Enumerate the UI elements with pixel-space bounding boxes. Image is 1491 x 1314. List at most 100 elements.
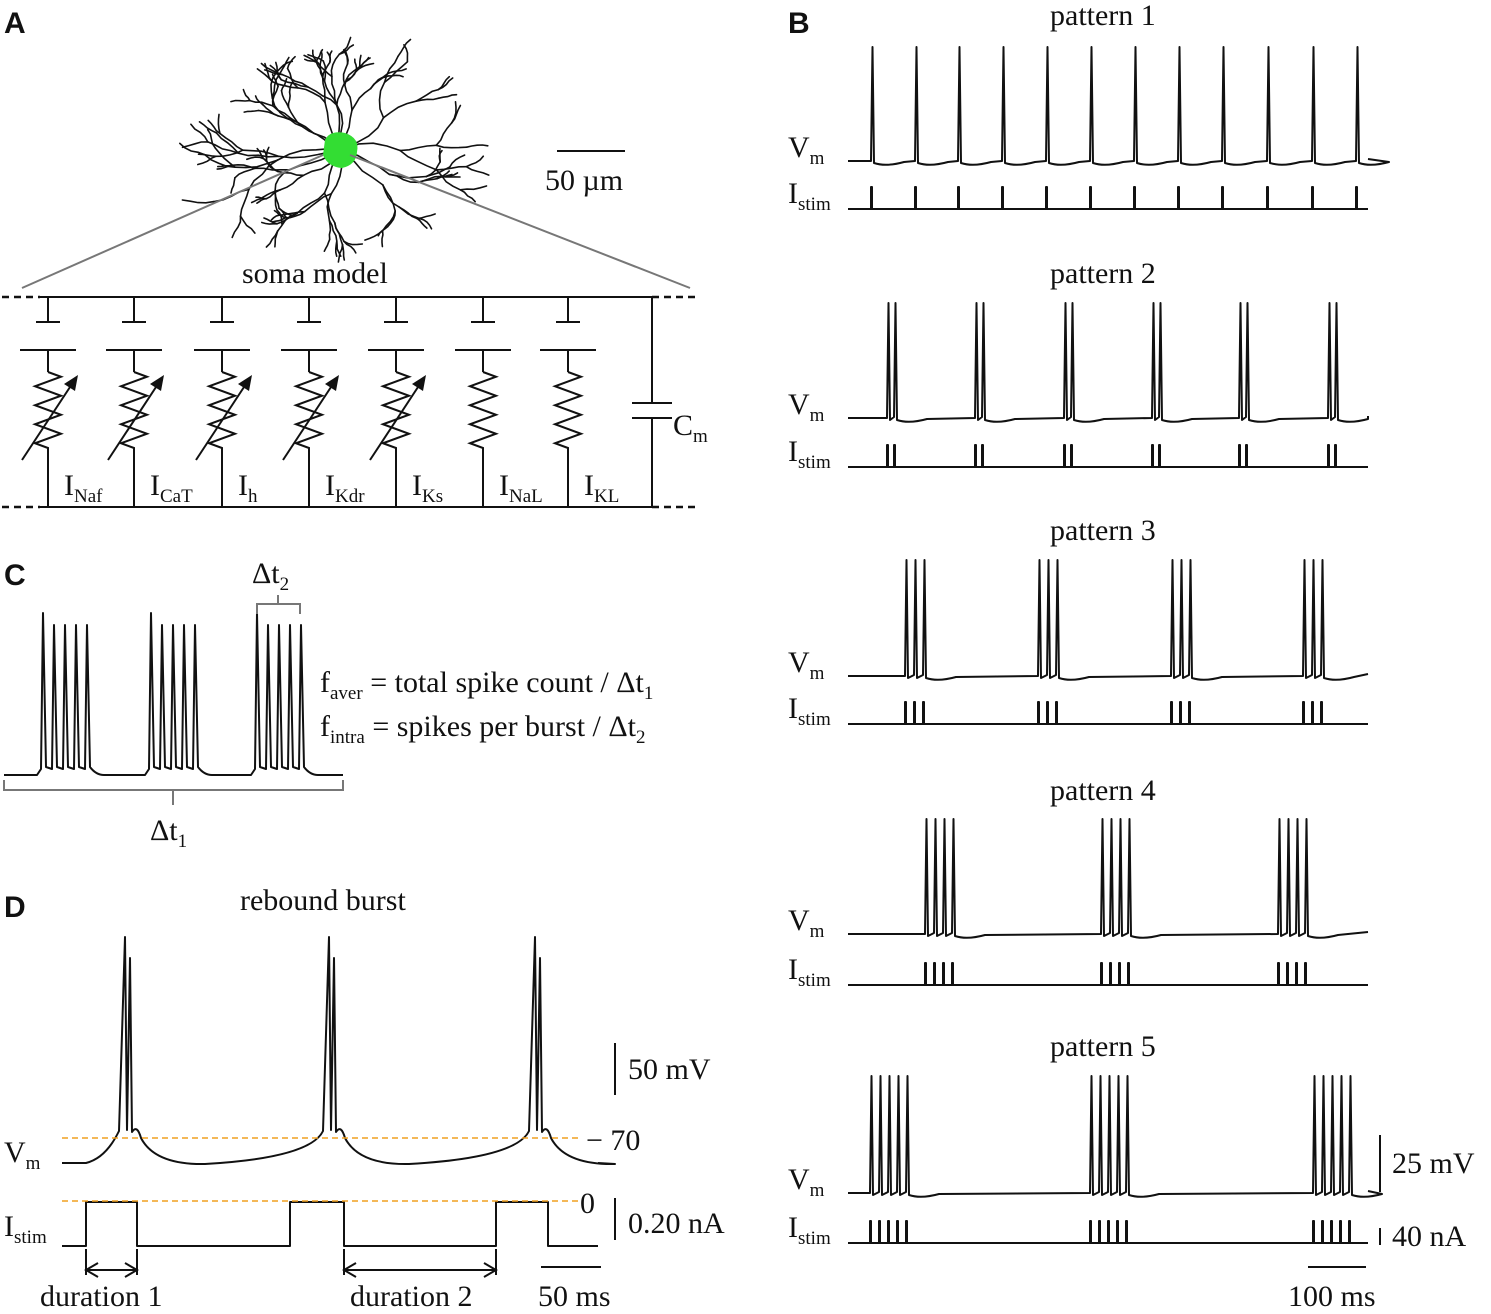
dendrite-branch [381, 230, 384, 248]
dendrite-branch [334, 222, 345, 243]
dendrite-branch [279, 174, 305, 191]
pattern-title: pattern 1 [1050, 0, 1156, 32]
dendrite-branch [403, 44, 409, 63]
dendrite-branch [198, 121, 218, 134]
dendrite-branch [286, 55, 296, 70]
dendrite-branch [246, 156, 265, 161]
dendrite-branch [281, 73, 309, 88]
dendrite-branch [418, 217, 433, 230]
dendrite-branch [399, 144, 438, 152]
vm-trace [848, 818, 1369, 939]
dendrite-branch [219, 132, 244, 151]
channel-label-kl: IKL [584, 469, 619, 507]
dendrite-branch [261, 221, 278, 225]
dendrite-branch [343, 48, 349, 65]
dendrite-branch [415, 97, 440, 102]
capacitor-label-main: C [673, 409, 693, 442]
variable-arrow [369, 383, 421, 461]
resistor [380, 371, 412, 507]
channel-label-naf: INaf [64, 469, 103, 507]
dendrite-branch [249, 99, 274, 107]
dendrite-branch [330, 53, 341, 78]
dendrite-branch [328, 219, 332, 241]
variable-arrow [195, 383, 247, 461]
dendrite-branch [270, 71, 278, 99]
dendrite-branch [343, 240, 357, 254]
resistor [206, 371, 238, 507]
channel-label-cat: ICaT [150, 469, 193, 507]
soma-shape [323, 132, 358, 168]
dendrite-branch [215, 149, 244, 158]
dendrite-branch [399, 149, 438, 171]
istim-label: Istim [788, 177, 831, 215]
dendrite-branch [275, 61, 282, 81]
dendrite-branch [319, 50, 323, 65]
dendrite-branch [397, 38, 412, 58]
dendrite-branch [437, 75, 451, 91]
vm-trace [848, 559, 1369, 681]
dendrite-branch [382, 184, 400, 208]
istim-label: Istim [788, 692, 831, 730]
dendrite-branch [439, 172, 459, 178]
dendrite-branch [388, 173, 420, 184]
dendrite-branch [382, 100, 417, 119]
scale-label-50mv: 50 mV [628, 1053, 711, 1086]
pattern-title: pattern 5 [1050, 1030, 1156, 1063]
dendrite-branch [425, 161, 441, 178]
duration-2-arrow [342, 1262, 498, 1278]
dendrite-branch [274, 190, 280, 210]
dendrite-branch [206, 128, 217, 149]
dendrite-branch [282, 210, 306, 216]
dendrite-branch [358, 62, 375, 70]
dendrite-branch [276, 60, 294, 73]
channel-branch-naf: INaf [20, 297, 103, 507]
dendrite-branch [435, 169, 462, 191]
dt2-bracket [256, 595, 301, 614]
dendrite-branch [335, 240, 338, 257]
scale-label-40na: 40 nA [1392, 1220, 1467, 1253]
zoom-line-right [349, 154, 691, 289]
pattern-title: pattern 3 [1050, 514, 1156, 547]
vm-label: Vm [788, 131, 825, 169]
istim-rebound-trace [62, 1201, 598, 1247]
membrane-capacitor [632, 297, 672, 507]
dt2-label: Δt2 [252, 557, 289, 595]
vm-trace [848, 302, 1369, 423]
duration-1-label: duration 1 [40, 1280, 162, 1313]
dendrite-branch [465, 144, 489, 148]
dendrite-branch [239, 215, 256, 234]
vm-label: Vm [788, 1163, 825, 1201]
dendrite-branch [287, 91, 291, 108]
dendrite-branch [254, 95, 265, 106]
resistor [118, 371, 150, 507]
dendrite-branch [230, 99, 251, 103]
equation-f-aver: faver = total spike count / Δt1 [320, 666, 653, 704]
dendrite-branch [271, 217, 286, 223]
istim-label: Istim [788, 953, 831, 991]
variable-arrow-head [64, 375, 78, 391]
dendrite-branch [383, 55, 399, 83]
dendrite-branch [239, 188, 250, 217]
dendrite-branch [344, 68, 360, 84]
dendrite-branch [197, 155, 217, 166]
dendrite-branch [271, 97, 297, 123]
dendrite-branch [230, 177, 236, 194]
istim-label: Istim [788, 435, 831, 473]
dendrite-branch [398, 206, 421, 220]
dendrite-branch [338, 36, 352, 56]
equation-f-intra: fintra = spikes per burst / Δt2 [320, 710, 646, 748]
pattern-title: pattern 4 [1050, 774, 1156, 807]
dendrite-branch [265, 146, 270, 161]
soma-model-title: soma model [242, 257, 388, 290]
channel-branch-cat: ICaT [106, 297, 193, 507]
resistor [467, 371, 499, 507]
dendrite-branch [344, 66, 360, 86]
istim-trace [848, 962, 1368, 986]
dendrite-branch [197, 153, 217, 158]
dendrite-branch [465, 155, 485, 168]
dendrite-branch [335, 81, 346, 107]
